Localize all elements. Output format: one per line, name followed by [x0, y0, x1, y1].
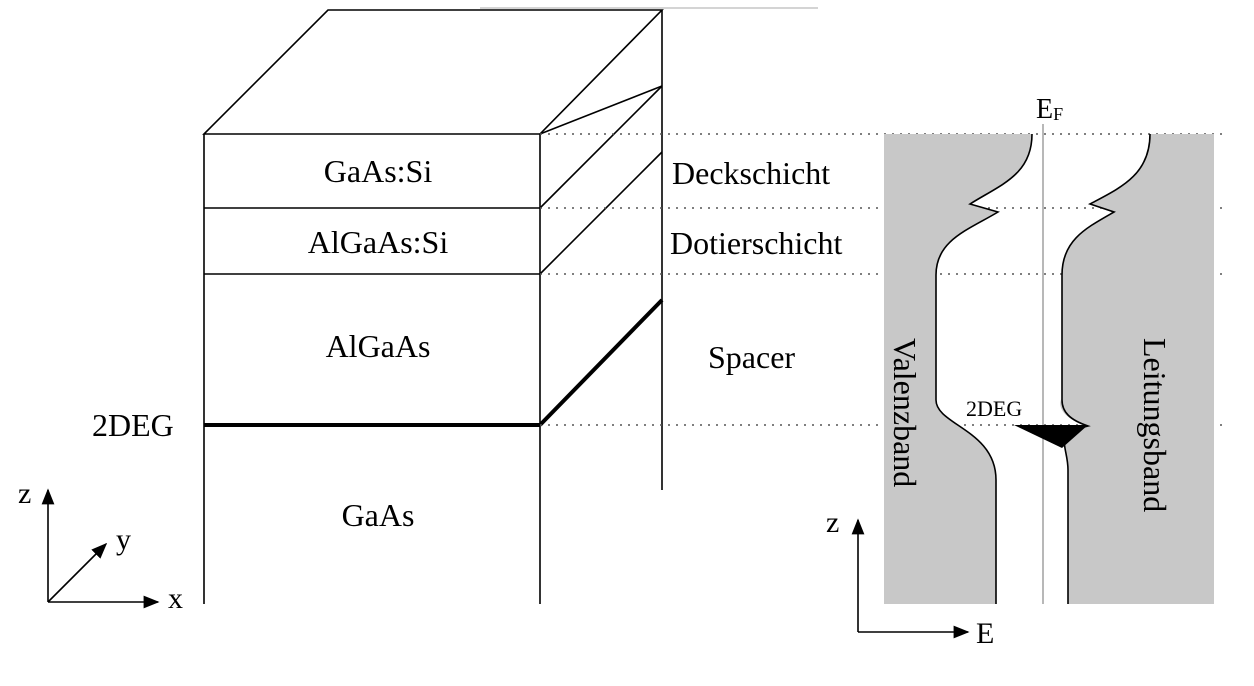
twodeg-well-fill [1014, 425, 1088, 448]
band-2deg-label: 2DEG [966, 396, 1022, 421]
fermi-level-label: EF [1036, 94, 1063, 125]
band-axes [851, 518, 970, 639]
block-top-face [202, 9, 664, 135]
layer-spacer-label: AlGaAs [326, 328, 431, 364]
band-e-label: E [976, 617, 994, 650]
valence-band-region [884, 134, 1032, 604]
desc-doping: Dotierschicht [670, 225, 843, 261]
band-z-label: z [826, 506, 839, 539]
side-edge-3 [539, 151, 663, 275]
desc-cap: Deckschicht [672, 155, 830, 191]
left-y-axis [47, 542, 108, 603]
left-axes [41, 488, 160, 609]
side-edge-2 [539, 85, 663, 209]
valence-band-edge [935, 133, 1033, 604]
layer-block [202, 9, 664, 604]
layer-doping-label: AlGaAs:Si [308, 224, 449, 260]
valence-band-label: Valenzband [887, 338, 923, 487]
left-2deg-label: 2DEG [92, 407, 174, 443]
left-y-label: y [116, 523, 131, 556]
left-z-label: z [18, 477, 31, 510]
layer-substrate-label: GaAs [342, 497, 415, 533]
desc-spacer: Spacer [708, 339, 795, 375]
twodeg-sheet [204, 298, 664, 427]
layer-cap-label: GaAs:Si [324, 153, 433, 189]
side-edge-1 [539, 85, 663, 135]
band-diagram [884, 124, 1214, 604]
left-x-label: x [168, 582, 183, 615]
conduction-band-region [1060, 134, 1214, 604]
conduction-band-label: Leitungsband [1137, 338, 1173, 512]
